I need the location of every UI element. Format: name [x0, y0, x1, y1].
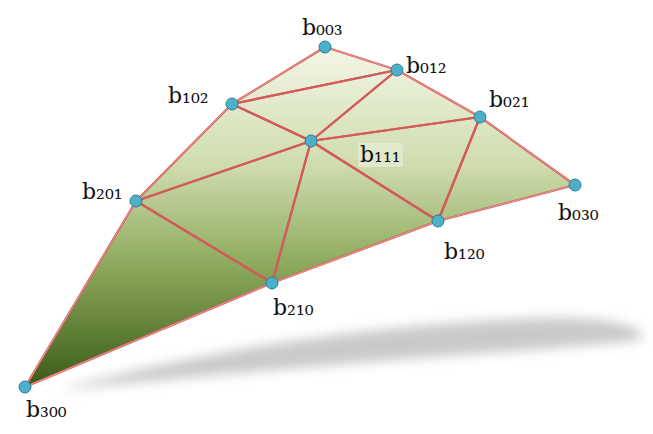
control-points — [19, 41, 581, 393]
control-mesh — [25, 47, 575, 387]
control-point-label: b₂₁₀ — [271, 296, 316, 320]
control-point-label: b₃₀₀ — [24, 398, 69, 422]
control-point-label: b₀₀₃ — [300, 16, 345, 40]
mesh-highlight — [25, 47, 575, 387]
control-point-label: b₀₁₂ — [404, 54, 449, 78]
patch-surface — [25, 47, 575, 387]
control-point-label: b₁₁₁ — [358, 143, 403, 167]
control-point-label: b₀₃₀ — [556, 201, 601, 225]
control-point-label: b₂₀₁ — [80, 180, 125, 204]
control-point-label: b₁₀₂ — [166, 84, 211, 108]
control-point-label: b₁₂₀ — [442, 240, 487, 264]
control-point-label: b₀₂₁ — [487, 88, 532, 112]
